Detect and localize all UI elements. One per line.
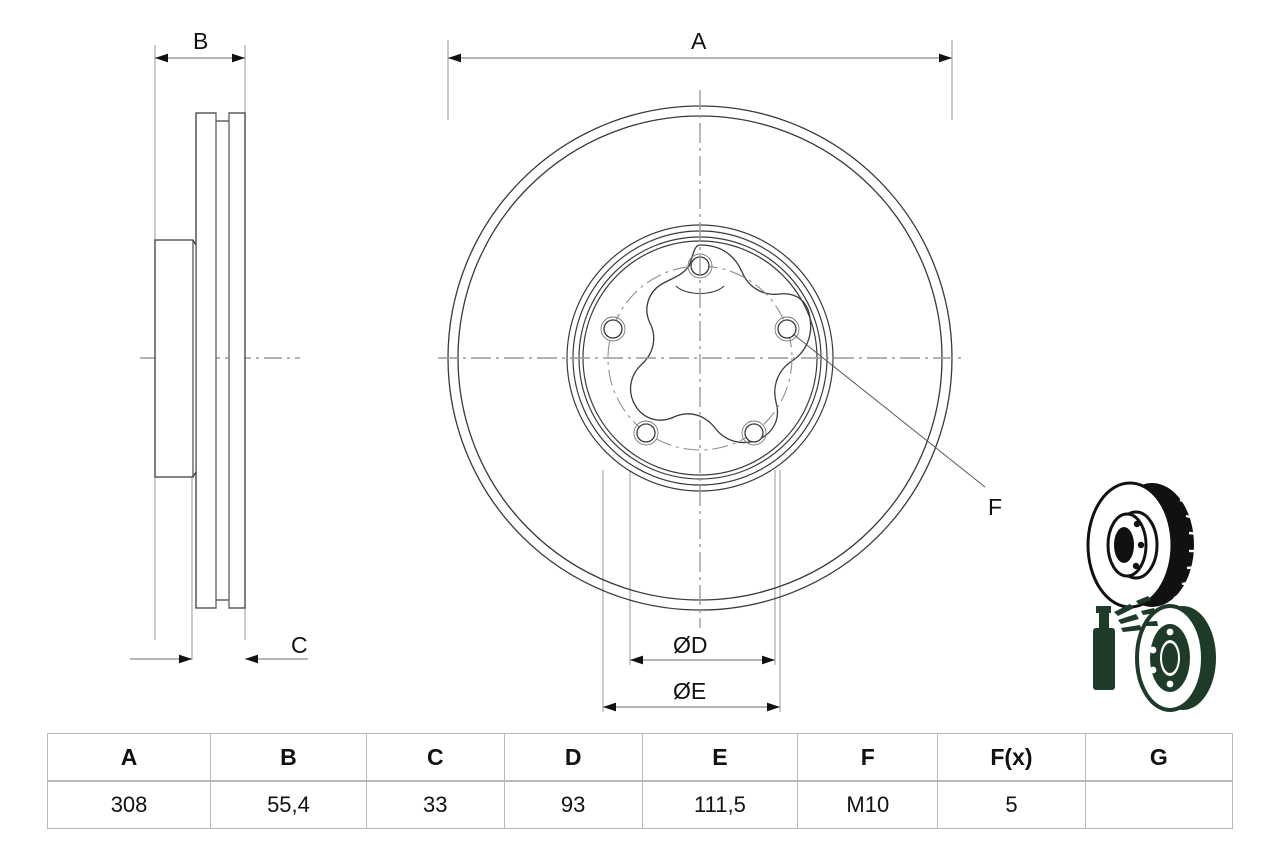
table-header-row: A B C D E F F(x) G [46,733,1234,782]
table-cell-F: M10 [797,780,939,829]
front-view [438,40,986,712]
bolt-pitch-circle [607,265,793,451]
table-header-E: E [641,733,799,782]
dimension-F-leader [792,333,986,488]
table-row: 308 55,4 33 93 111,5 M10 5 [46,780,1234,829]
table-cell-A: 308 [46,780,212,829]
table-header-B: B [210,733,367,782]
dimension-label-A: A [691,28,707,54]
table-header-A: A [46,733,212,782]
dimension-label-F: F [988,494,1003,520]
dimension-label-B: B [193,28,209,54]
side-section-view [130,45,308,664]
table-header-D: D [503,733,643,782]
dimension-label-D: ØD [673,632,708,658]
table-header-F: F [797,733,939,782]
table-header-G: G [1084,733,1234,782]
table-cell-C: 33 [365,780,505,829]
dimension-label-C: C [291,632,308,658]
table-cell-D: 93 [503,780,643,829]
hub-lobe-profile [629,244,812,444]
table-cell-E: 111,5 [641,780,799,829]
dimension-spec-table: A B C D E F F(x) G 308 55,4 33 93 111,5 … [46,733,1234,829]
table-header-Fx: F(x) [937,733,1086,782]
table-cell-Fx: 5 [937,780,1086,829]
table-header-C: C [365,733,505,782]
table-cell-G [1084,780,1234,829]
vented-disc-3d-illustration [1086,481,1200,609]
table-cell-B: 55,4 [210,780,367,829]
dimension-label-E: ØE [673,678,707,704]
disc-coating-spray-illustration [1093,596,1216,712]
